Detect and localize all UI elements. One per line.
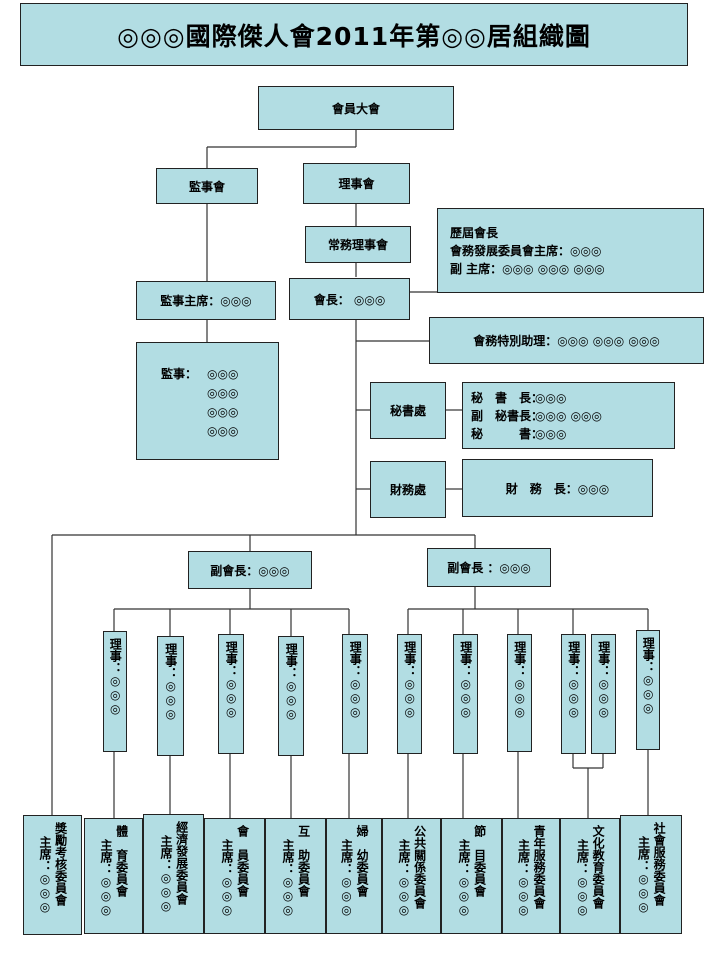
committee-box: 婦 幼委員會 主席：◎◎◎: [326, 818, 382, 934]
deputy-secretary-role: 副 秘書長：: [471, 408, 544, 423]
director-box: 理事：◎◎◎: [636, 630, 660, 750]
director-box: 理事：◎◎◎: [278, 636, 304, 756]
chief-supervisor-box: 監事主席：◎◎◎: [136, 281, 276, 320]
president-box: 會長： ◎◎◎: [289, 278, 410, 320]
committee-chair: 主席：◎◎◎: [636, 836, 651, 914]
supervisors-board-box: 監事會: [156, 168, 258, 204]
committee-name: 經濟發展委員會: [174, 821, 189, 905]
committee-box: 文化教育委員會 主席：◎◎◎: [560, 818, 620, 934]
committee-name: 節 目委員會: [472, 825, 487, 897]
vice-president-box-2: 副會長 ：◎◎◎: [427, 548, 551, 587]
advisors-line-3: 副 主席：◎◎◎ ◎◎◎ ◎◎◎: [450, 261, 605, 276]
advisors-line-2: 會務發展委員會主席：◎◎◎: [450, 243, 602, 258]
committee-chair: 主席：◎◎◎: [575, 839, 590, 917]
committee-name: 文化教育委員會: [591, 825, 606, 909]
vice-president-box-1: 副會長：◎◎◎: [188, 551, 312, 589]
committee-chair: 主席：◎◎◎: [516, 839, 531, 917]
committee-chair: 主席：◎◎◎: [159, 835, 173, 913]
chart-title: ◎◎◎國際傑人會2011年第◎◎居組織圖: [20, 3, 688, 66]
committee-box: 體 育委員會 主席：◎◎◎: [84, 818, 143, 934]
committee-box: 經濟發展委員會 主席：◎◎◎: [143, 814, 204, 934]
secretariat-detail-box: 秘 書 長： ◎◎◎ 副 秘書長： ◎◎◎ ◎◎◎ 秘 書： ◎◎◎: [462, 382, 675, 449]
secretariat-label-box: 秘書處: [370, 382, 446, 439]
supervisors-list-box: 監事： ◎◎◎ ◎◎◎ ◎◎◎ ◎◎◎: [136, 342, 279, 460]
committee-name: 互 助委員會: [296, 825, 311, 897]
director-box: 理事：◎◎◎: [507, 634, 532, 752]
committee-name: 公共關係委員會: [412, 825, 427, 909]
finance-label-box: 財務處: [370, 461, 446, 518]
committee-chair: 主席：◎◎◎: [99, 839, 113, 917]
committee-chair: 主席：◎◎◎: [281, 839, 295, 917]
committee-box: 公共關係委員會 主席：◎◎◎: [382, 818, 441, 934]
secretary-role: 秘 書：: [471, 426, 544, 441]
director-box: 理事：◎◎◎: [157, 636, 184, 756]
director-box: 理事：◎◎◎: [453, 634, 478, 754]
committee-box: 節 目委員會 主席：◎◎◎: [441, 818, 502, 934]
supervisors-label: 監事：: [161, 367, 198, 381]
committee-box: 社會服務委員會 主席：◎◎◎: [620, 815, 682, 934]
committee-box: 會 員委員會 主席：◎◎◎: [204, 818, 265, 934]
committee-name: 社會服務委員會: [652, 822, 667, 906]
supervisor-name: ◎◎◎: [207, 405, 239, 419]
special-assistant-box: 會務特別助理：◎◎◎ ◎◎◎ ◎◎◎: [429, 317, 704, 364]
supervisor-name: ◎◎◎: [207, 367, 239, 381]
director-box: 理事：◎◎◎: [218, 634, 244, 754]
committee-chair: 主席：◎◎◎: [38, 836, 52, 914]
committee-chair: 主席：◎◎◎: [339, 839, 354, 917]
committee-box: 獎勵考核委員會 主席：◎◎◎: [23, 815, 82, 935]
deputy-secretary-name: ◎◎◎ ◎◎◎: [535, 408, 603, 423]
committee-name: 獎勵考核委員會: [53, 822, 68, 906]
director-box: 理事：◎◎◎: [561, 634, 586, 754]
committee-name: 會 員委員會: [235, 825, 250, 897]
secretary-general-role: 秘 書 長：: [471, 390, 544, 405]
board-of-directors-box: 理事會: [303, 163, 410, 204]
committee-chair: 主席：◎◎◎: [397, 839, 411, 917]
committee-chair: 主席：◎◎◎: [457, 839, 471, 917]
committee-box: 青年服務委員會 主席：◎◎◎: [502, 818, 560, 934]
director-box: 理事：◎◎◎: [103, 631, 127, 752]
supervisor-name: ◎◎◎: [207, 386, 239, 400]
secretary-general-name: ◎◎◎: [535, 390, 567, 405]
director-box: 理事：◎◎◎: [591, 634, 616, 754]
committee-name: 青年服務委員會: [532, 825, 547, 909]
committee-box: 互 助委員會 主席：◎◎◎: [265, 818, 326, 934]
director-box: 理事：◎◎◎: [342, 634, 368, 754]
advisors-line-1: 歷屆會長: [450, 225, 499, 240]
director-box: 理事：◎◎◎: [397, 634, 422, 754]
supervisor-name: ◎◎◎: [207, 424, 239, 438]
advisors-box: 歷屆會長 會務發展委員會主席：◎◎◎ 副 主席：◎◎◎ ◎◎◎ ◎◎◎: [437, 208, 704, 293]
executive-board-box: 常務理事會: [305, 226, 411, 263]
secretary-name: ◎◎◎: [535, 426, 567, 441]
committee-chair: 主席：◎◎◎: [220, 839, 234, 917]
general-assembly-box: 會員大會: [258, 86, 454, 130]
committee-name: 婦 幼委員會: [355, 825, 370, 897]
committee-name: 體 育委員會: [114, 825, 129, 897]
finance-detail-box: 財 務 長：◎◎◎: [462, 459, 653, 517]
